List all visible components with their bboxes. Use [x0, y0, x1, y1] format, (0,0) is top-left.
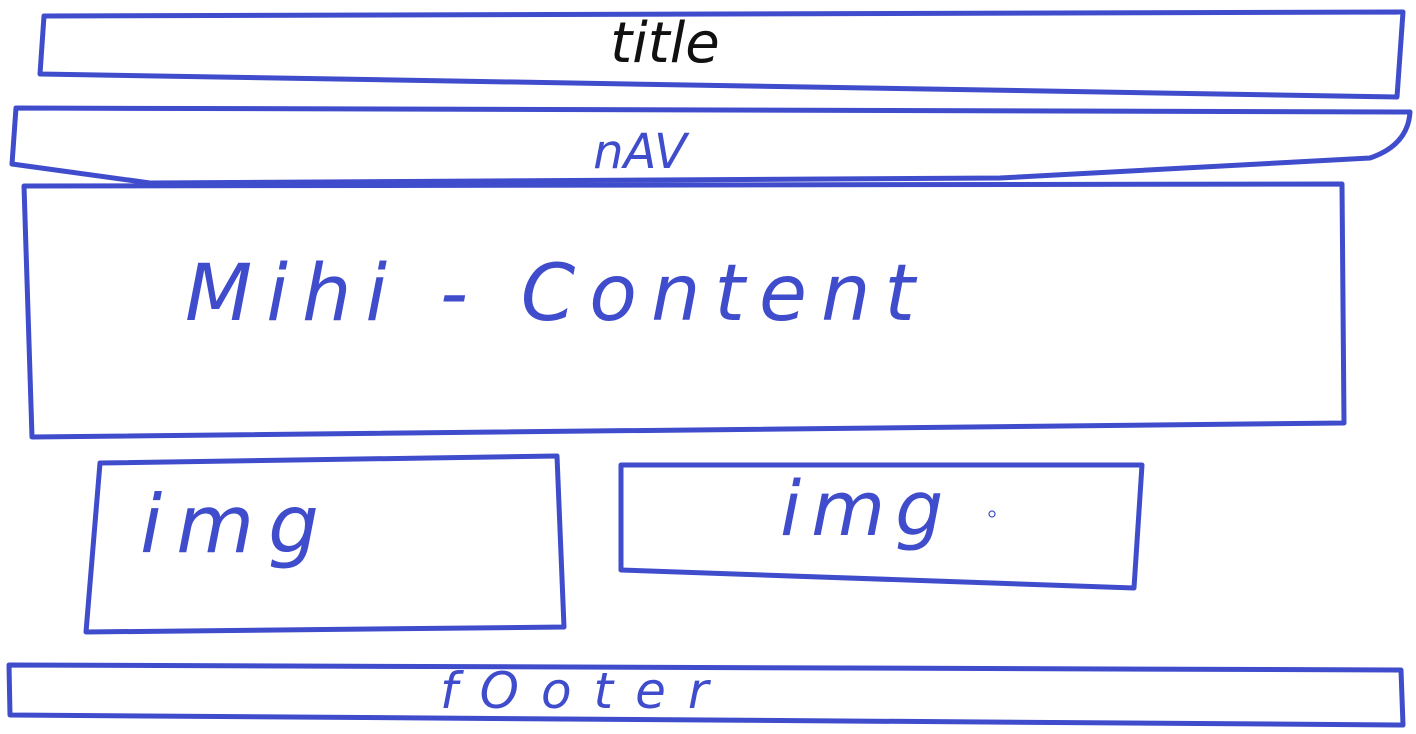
footer-label: fOoter [440, 662, 730, 720]
footer-box [6, 662, 1406, 728]
title-label: title [610, 11, 719, 76]
main-content-section: Mihi - Content [21, 181, 1347, 440]
image-placeholder-1: img [83, 453, 567, 635]
image-box-2 [618, 462, 1145, 591]
image-box-1 [83, 453, 567, 635]
main-content-box [21, 181, 1347, 440]
footer-section: fOoter [6, 662, 1406, 728]
image-placeholder-2: img [618, 462, 1145, 591]
nav-section: nAV [9, 105, 1413, 186]
title-box [37, 9, 1406, 100]
main-content-label: Mihi - Content [185, 249, 929, 339]
image-label-1: img [140, 478, 333, 571]
image-label-2: img [780, 464, 953, 553]
nav-box [9, 105, 1413, 186]
nav-label: nAV [593, 124, 690, 180]
title-section: title [37, 9, 1406, 100]
stray-dot [988, 510, 996, 518]
